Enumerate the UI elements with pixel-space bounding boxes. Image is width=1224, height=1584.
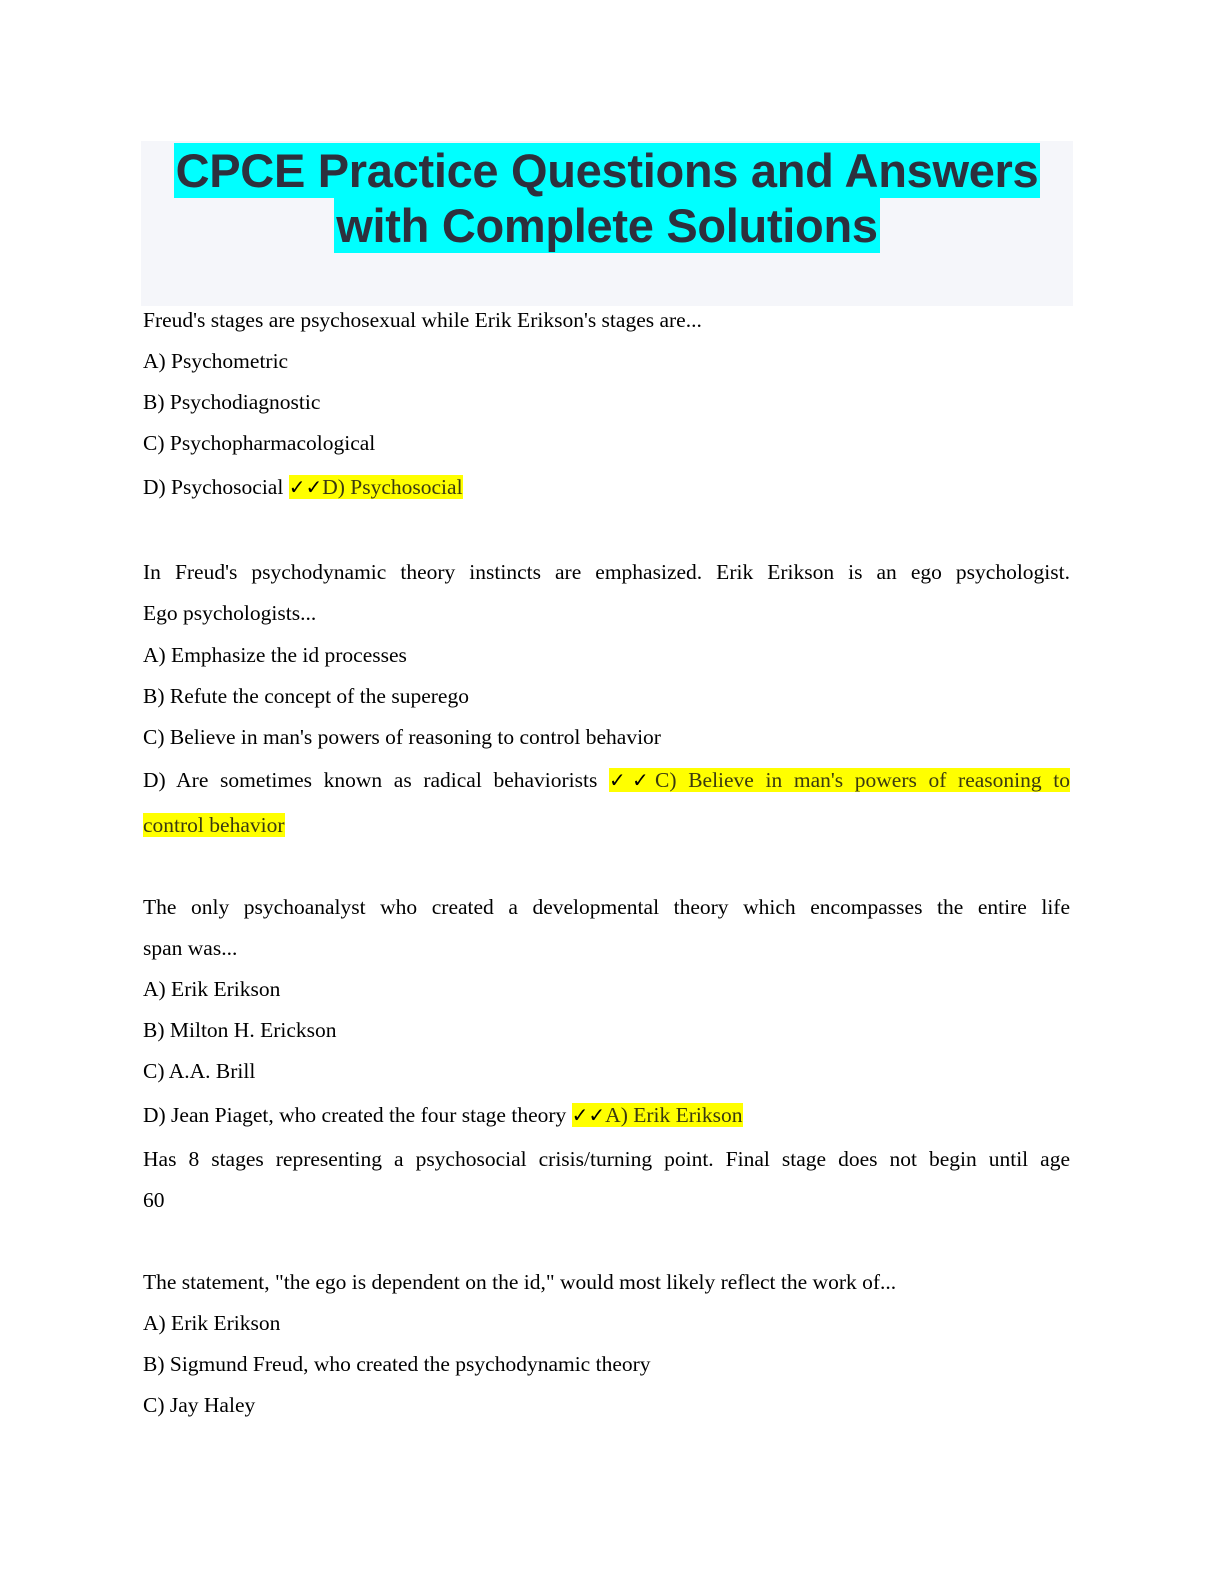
- question-3-explanation-line2: 60: [143, 1188, 165, 1212]
- question-3-option-c: C) A.A. Brill: [143, 1059, 256, 1083]
- question-1-option-c: C) Psychopharmacological: [143, 431, 376, 455]
- question-2-stem-line1: In Freud's psychodynamic theory instinct…: [143, 560, 1070, 584]
- question-2-option-b: B) Refute the concept of the superego: [143, 684, 469, 708]
- question-3-option-d-line: D) Jean Piaget, who created the four sta…: [143, 1103, 1070, 1128]
- question-1-stem: Freud's stages are psychosexual while Er…: [143, 308, 702, 332]
- question-3-stem-line2: span was...: [143, 936, 238, 960]
- double-check-icon: ✓✓: [571, 1103, 606, 1127]
- document-title-line2: with Complete Solutions: [334, 198, 880, 253]
- question-3-answer: ✓✓A) Erik Erikson: [571, 1103, 743, 1127]
- question-2-option-d: D) Are sometimes known as radical behavi…: [143, 768, 598, 792]
- question-4-option-c: C) Jay Haley: [143, 1393, 256, 1417]
- question-4-option-a: A) Erik Erikson: [143, 1311, 281, 1335]
- document-title-line1: CPCE Practice Questions and Answers: [173, 143, 1041, 198]
- question-4-option-b: B) Sigmund Freud, who created the psycho…: [143, 1352, 651, 1376]
- question-3-option-b: B) Milton H. Erickson: [143, 1018, 337, 1042]
- question-2-answer: ✓✓C) Believe in man's powers of reasonin…: [609, 768, 1070, 792]
- question-3-option-d: D) Jean Piaget, who created the four sta…: [143, 1103, 567, 1127]
- question-2-answer-line2-row: control behavior: [143, 813, 1070, 838]
- question-2-option-a: A) Emphasize the id processes: [143, 643, 407, 667]
- question-1-option-d: D) Psychosocial: [143, 475, 284, 499]
- title-banner: CPCE Practice Questions and Answers with…: [141, 141, 1073, 306]
- question-3-answer-text: A) Erik Erikson: [605, 1103, 743, 1127]
- question-2-answer-text-line1: C) Believe in man's powers of reasoning …: [655, 768, 1070, 792]
- question-3-explanation-line1: Has 8 stages representing a psychosocial…: [143, 1147, 1070, 1171]
- question-3-option-a: A) Erik Erikson: [143, 977, 281, 1001]
- question-2-answer-text-line2: control behavior: [143, 813, 285, 837]
- double-check-icon: ✓✓: [609, 768, 656, 792]
- question-1-option-a: A) Psychometric: [143, 349, 289, 373]
- double-check-icon: ✓✓: [288, 475, 323, 499]
- question-4-stem: The statement, "the ego is dependent on …: [143, 1270, 897, 1294]
- question-2-stem-line2: Ego psychologists...: [143, 601, 317, 625]
- question-1-answer: ✓✓D) Psychosocial: [288, 475, 463, 499]
- question-3-stem-line1: The only psychoanalyst who created a dev…: [143, 895, 1070, 919]
- question-1-answer-text: D) Psychosocial: [322, 475, 463, 499]
- question-1-option-b: B) Psychodiagnostic: [143, 390, 321, 414]
- question-2-option-c: C) Believe in man's powers of reasoning …: [143, 725, 661, 749]
- question-2-option-d-line: D) Are sometimes known as radical behavi…: [143, 768, 1070, 793]
- question-1-option-d-line: D) Psychosocial ✓✓D) Psychosocial: [143, 475, 1070, 500]
